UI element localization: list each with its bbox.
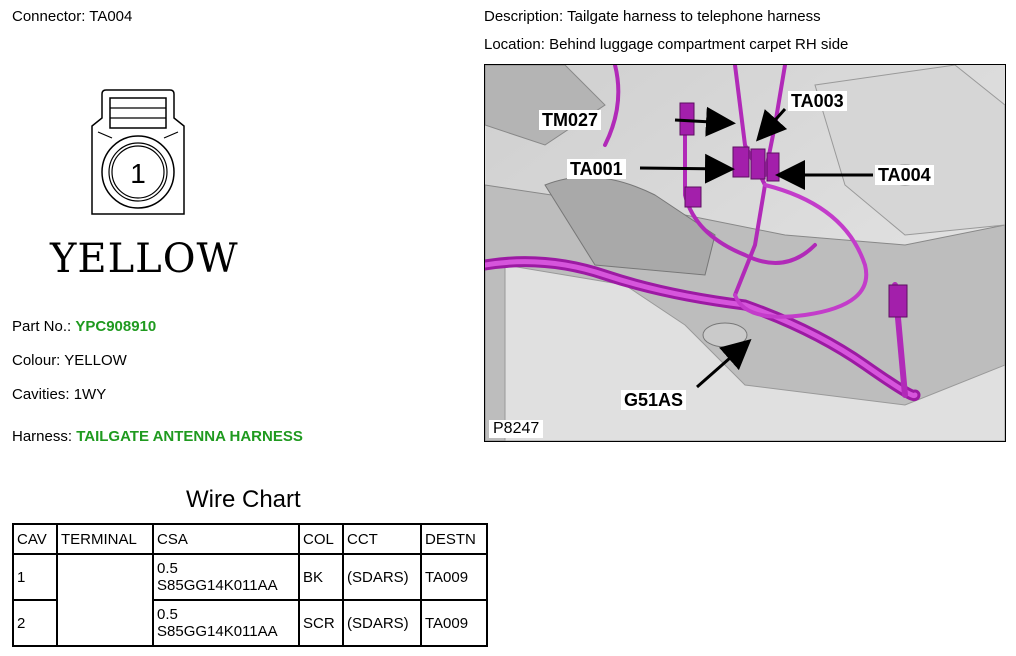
cell-cav: 2 bbox=[12, 599, 58, 647]
callout-ta004: TA004 bbox=[875, 165, 934, 185]
callout-ta003: TA003 bbox=[788, 91, 847, 111]
description-label: Description: bbox=[484, 8, 564, 25]
header-cav: CAV bbox=[12, 523, 58, 555]
csa-size: 0.5 bbox=[157, 606, 178, 623]
wire-chart-table: CAV TERMINAL CSA COL CCT DESTN 1 0.5 S85… bbox=[12, 523, 488, 647]
photo-code: P8247 bbox=[489, 420, 544, 438]
part-no-label: Part No.: bbox=[12, 318, 72, 335]
callout-tm027: TM027 bbox=[539, 110, 602, 130]
header-csa: CSA bbox=[152, 523, 300, 555]
cavities-label: Cavities: bbox=[12, 386, 70, 403]
header-col: COL bbox=[298, 523, 344, 555]
pin-number: 1 bbox=[130, 158, 146, 189]
location-value: Behind luggage compartment carpet RH sid… bbox=[549, 36, 849, 53]
cavities-line: Cavities: 1WY bbox=[12, 386, 106, 404]
table-row: 2 0.5 S85GG14K011AA SCR (SDARS) TA009 bbox=[12, 599, 488, 647]
connector-colour-text: YELLOW bbox=[50, 236, 239, 282]
csa-code: S85GG14K011AA bbox=[157, 577, 278, 594]
table-row: 1 0.5 S85GG14K011AA BK (SDARS) TA009 bbox=[12, 553, 488, 647]
location-line: Location: Behind luggage compartment car… bbox=[484, 36, 848, 54]
cell-destn: TA009 bbox=[420, 599, 488, 647]
colour-label: Colour: bbox=[12, 352, 61, 369]
harness-line: Harness: TAILGATE ANTENNA HARNESS bbox=[12, 428, 303, 446]
description-line: Description: Tailgate harness to telepho… bbox=[484, 8, 821, 26]
harness-label: Harness: bbox=[12, 428, 73, 445]
cell-csa: 0.5 S85GG14K011AA bbox=[152, 599, 300, 647]
csa-code: S85GG14K011AA bbox=[157, 623, 278, 640]
cell-csa: 0.5 S85GG14K011AA bbox=[152, 553, 300, 601]
colour-line: Colour: YELLOW bbox=[12, 352, 127, 370]
location-label: Location: bbox=[484, 36, 545, 53]
header-terminal: TERMINAL bbox=[56, 523, 154, 555]
harness-value: TAILGATE ANTENNA HARNESS bbox=[76, 428, 303, 445]
location-photo: TA003 TM027 TA001 TA004 G51AS P8247 bbox=[484, 64, 1006, 442]
header-destn: DESTN bbox=[420, 523, 488, 555]
connector-label: Connector: bbox=[12, 8, 86, 25]
callout-ta001: TA001 bbox=[567, 159, 626, 179]
header-cct: CCT bbox=[342, 523, 422, 555]
colour-value: YELLOW bbox=[64, 352, 127, 369]
wire-chart-header-row: CAV TERMINAL CSA COL CCT DESTN bbox=[12, 523, 488, 555]
connector-line: Connector: TA004 bbox=[12, 8, 132, 26]
part-no-line: Part No.: YPC908910 bbox=[12, 318, 156, 336]
cell-cav: 1 bbox=[12, 553, 58, 601]
connector-value: TA004 bbox=[89, 8, 133, 25]
part-no-value: YPC908910 bbox=[75, 318, 157, 335]
cell-terminal bbox=[56, 553, 154, 647]
cell-destn: TA009 bbox=[420, 553, 488, 601]
csa-size: 0.5 bbox=[157, 560, 178, 577]
connector-face-diagram: 1 bbox=[91, 89, 185, 215]
cell-cct: (SDARS) bbox=[342, 553, 422, 601]
cell-col: SCR bbox=[298, 599, 344, 647]
cell-col: BK bbox=[298, 553, 344, 601]
callout-g51as: G51AS bbox=[621, 390, 687, 410]
cell-cct: (SDARS) bbox=[342, 599, 422, 647]
wire-chart-title: Wire Chart bbox=[186, 486, 301, 513]
description-value: Tailgate harness to telephone harness bbox=[567, 8, 821, 25]
cavities-value: 1WY bbox=[73, 386, 107, 403]
